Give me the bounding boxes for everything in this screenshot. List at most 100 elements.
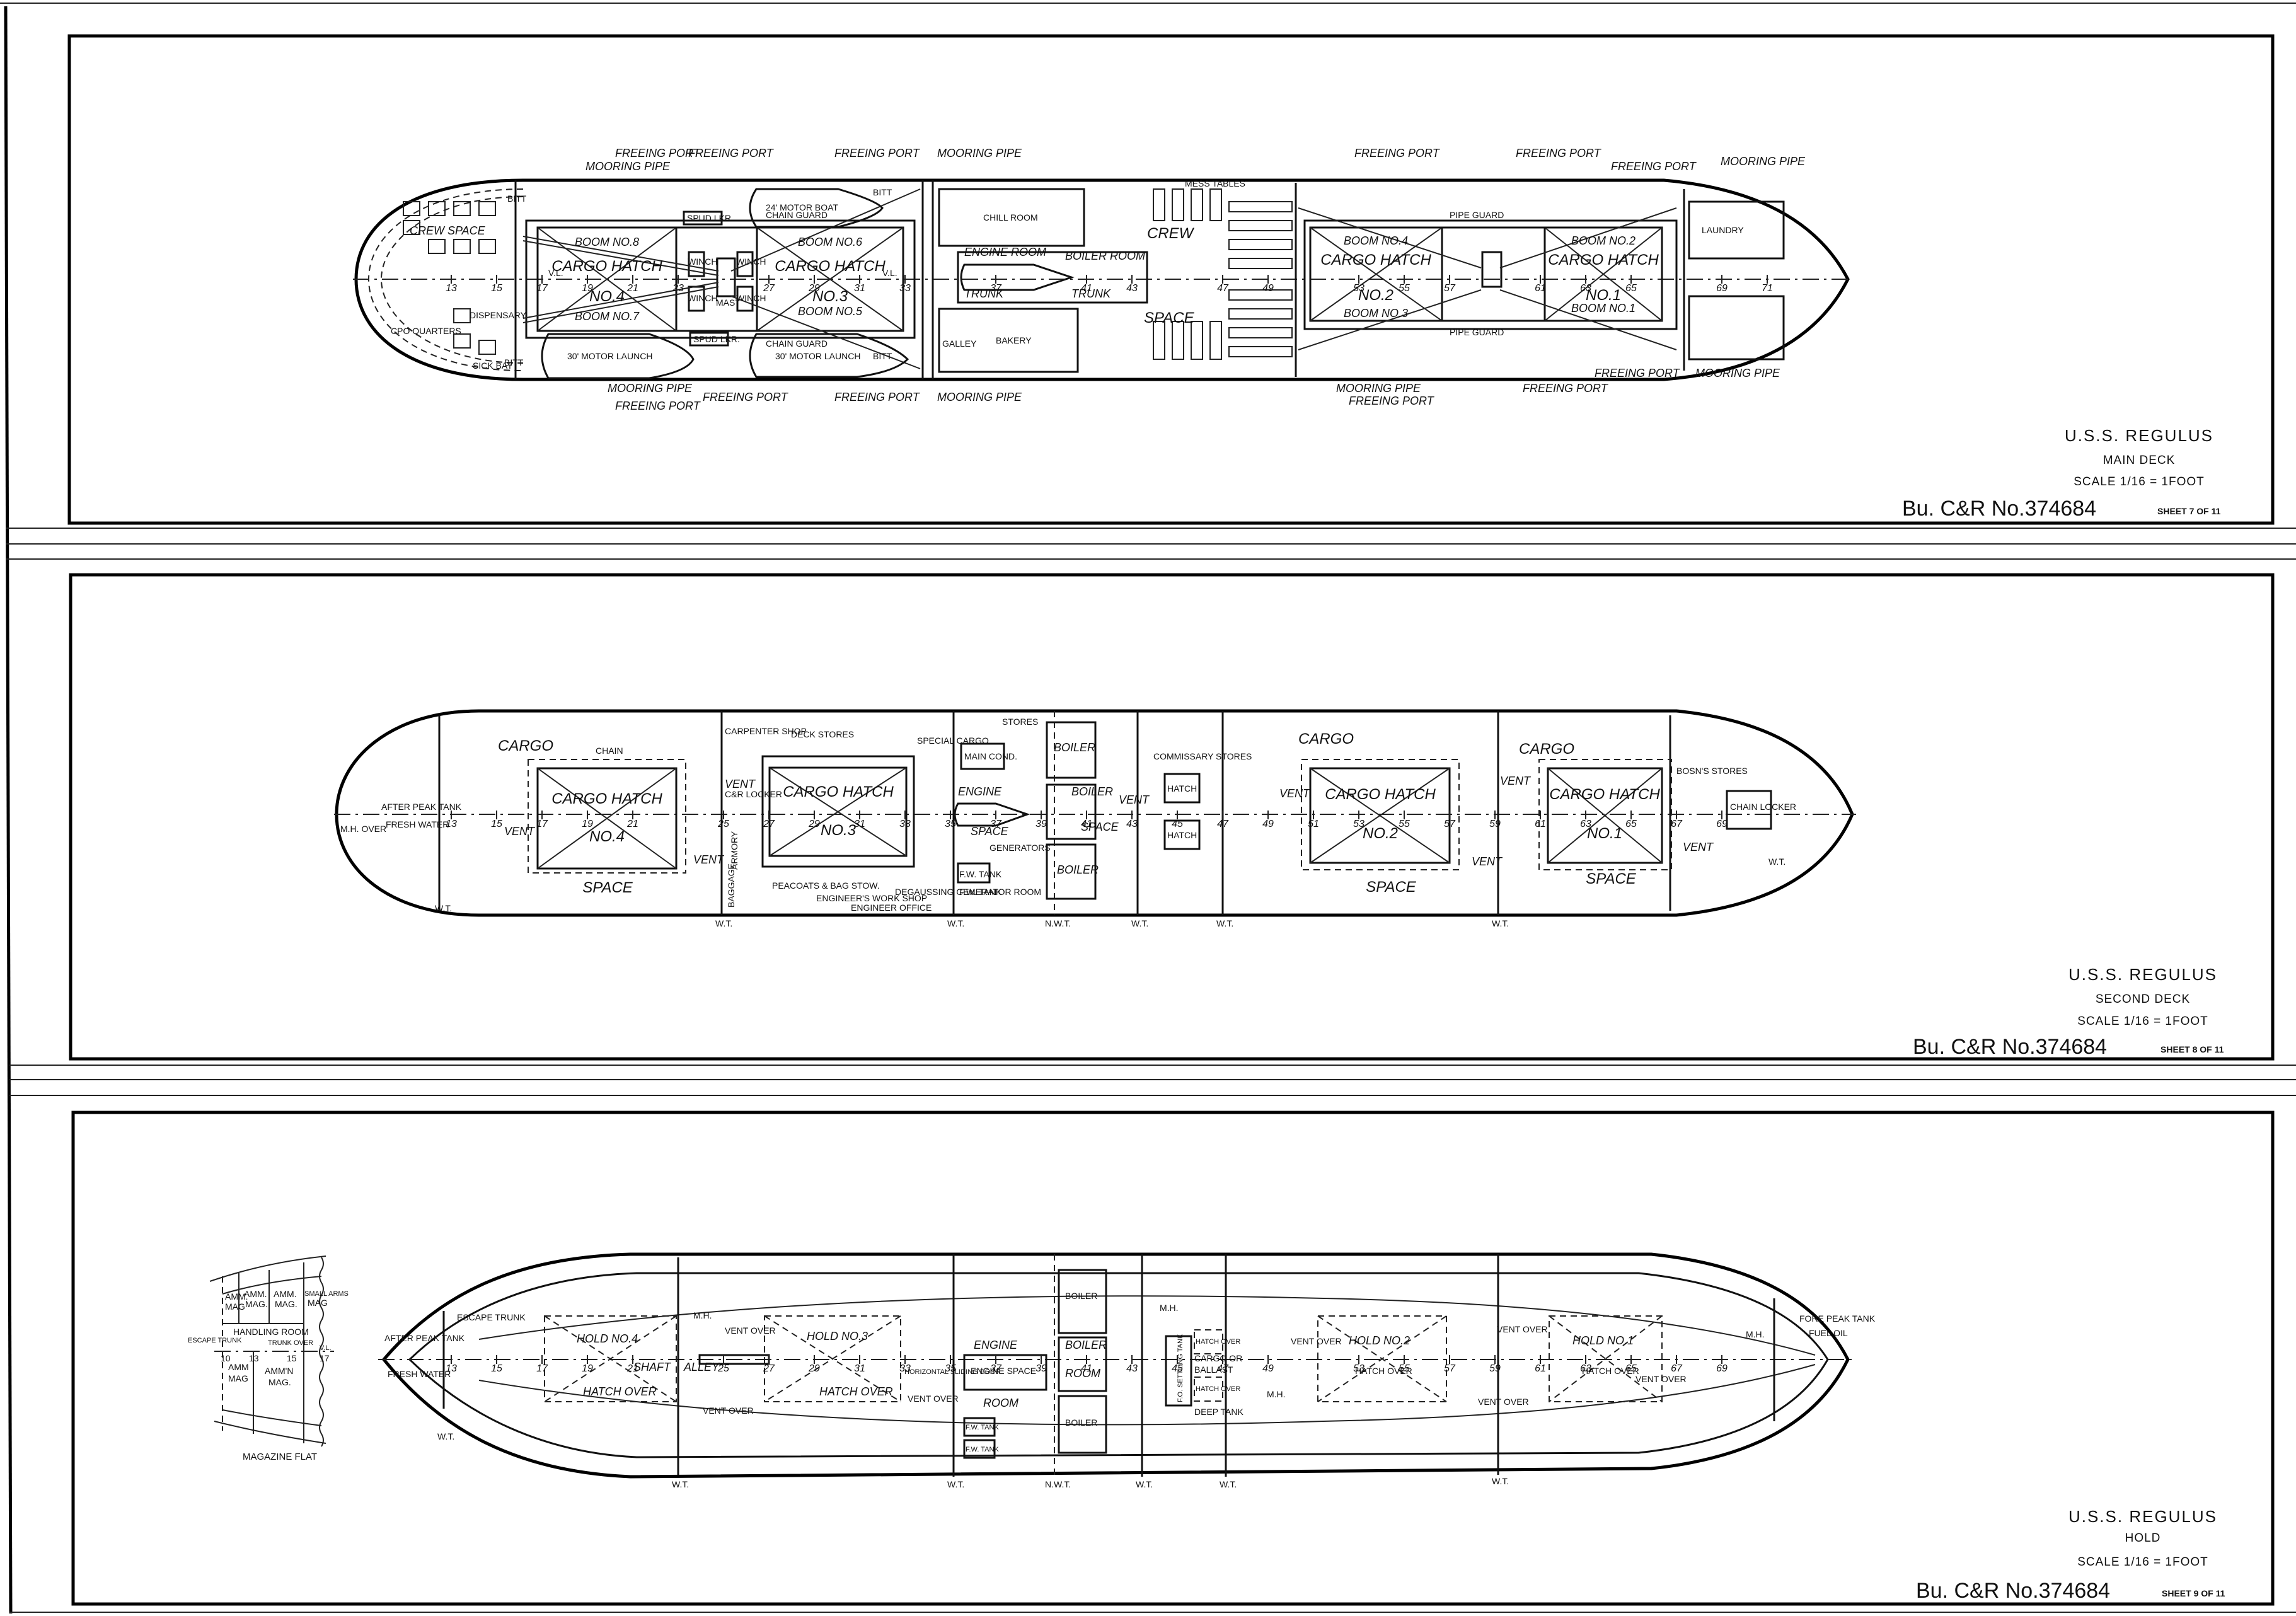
hold-hatch-4 xyxy=(544,1315,677,1402)
shaft-alley-label: SHAFT xyxy=(633,1361,672,1373)
magazine-label: MAG. xyxy=(275,1299,297,1309)
watertight-label: W.T. xyxy=(1492,918,1509,928)
frame-number: 47 xyxy=(1217,283,1229,294)
watertight-label: W.T. xyxy=(1131,918,1148,928)
cr-locker-label: C&R LOCKER xyxy=(725,789,782,799)
cargo-label: CARGO xyxy=(1298,730,1354,747)
frame-number: 15 xyxy=(491,283,502,294)
hatch-over-label: HATCH OVER xyxy=(1196,1385,1240,1393)
space-label: SPACE xyxy=(1366,879,1417,896)
panel-frame xyxy=(67,34,2275,525)
mooring-pipe-label: MOORING PIPE xyxy=(937,147,1022,159)
frame-number: 45 xyxy=(1172,819,1183,829)
watertight-label: W.T. xyxy=(947,918,964,928)
frame-number: 27 xyxy=(763,819,775,829)
room-label: ROOM xyxy=(1065,1367,1100,1380)
vent-over-label: VENT OVER xyxy=(703,1405,754,1416)
frame-number: 41 xyxy=(1081,1363,1092,1374)
frame-number: 49 xyxy=(1262,283,1274,294)
armory-label: ARMORY xyxy=(729,831,739,870)
fw-tank-label: F.W. TANK xyxy=(959,869,1002,879)
sheet-number: SHEET 9 OF 11 xyxy=(2162,1588,2225,1598)
vent-over-label: VENT OVER xyxy=(725,1325,776,1336)
scale-label: SCALE 1/16 = 1FOOT xyxy=(2077,1555,2208,1569)
spud-locker-label: SPUD LKR. xyxy=(693,334,740,344)
engineer-office-label: ENGINEER OFFICE xyxy=(851,903,932,913)
cargo-or-label: CARGO OR xyxy=(1194,1353,1242,1363)
hold-label: HOLD NO.2 xyxy=(1349,1334,1410,1347)
frame-number: 33 xyxy=(899,1363,911,1374)
frame-number: 49 xyxy=(1262,819,1274,829)
vent-over-label: VENT OVER xyxy=(1635,1374,1687,1384)
vent-label: VENT xyxy=(693,853,725,866)
freeing-port-label: FREEING PORT xyxy=(703,391,789,403)
freeing-port-label: FREEING PORT xyxy=(834,147,921,159)
watertight-label: W.T. xyxy=(672,1479,689,1489)
mooring-pipe-label: MOORING PIPE xyxy=(937,391,1022,403)
engine-label: ENGINE xyxy=(958,785,1002,798)
boom-label: BOOM NO.5 xyxy=(798,305,863,318)
frame-number: 45 xyxy=(1172,1363,1183,1374)
frame-number: 19 xyxy=(582,819,593,829)
freeing-port-label: FREEING PORT xyxy=(1354,147,1441,159)
frame-number: 29 xyxy=(808,283,820,294)
frame-number: 63 xyxy=(1580,1363,1591,1374)
freeing-port-label: FREEING PORT xyxy=(1523,382,1609,395)
hatch-number-label: NO.2 xyxy=(1363,825,1398,842)
boom-label: BOOM NO.6 xyxy=(798,236,863,248)
frame-number: 33 xyxy=(899,819,911,829)
freeing-port-label: FREEING PORT xyxy=(688,147,775,159)
drawing-number: Bu. C&R No.374684 xyxy=(1913,1035,2107,1059)
hatch-over-label: HATCH OVER xyxy=(583,1385,657,1398)
watertight-label: W.T. xyxy=(1136,1479,1153,1489)
frame-number: 17 xyxy=(320,1353,330,1363)
shaft-alley-label: ALLEY xyxy=(683,1361,720,1373)
frame-number: 13 xyxy=(446,1363,457,1374)
second-deck-plan: CARGO CHAIN CARGO HATCH NO.4 SPACE AFTER… xyxy=(334,709,1856,928)
fuel-oil-label: FUEL OIL xyxy=(1809,1328,1848,1338)
drawing-number: Bu. C&R No.374684 xyxy=(1916,1579,2110,1603)
freeing-port-label: FREEING PORT xyxy=(834,391,921,403)
frame-number: 15 xyxy=(287,1353,297,1363)
hatch-number-label: NO.3 xyxy=(821,822,857,839)
frame-number: 47 xyxy=(1217,819,1229,829)
pipe-guard-label: PIPE GUARD xyxy=(1450,327,1504,337)
baggage-label: BAGGAGE xyxy=(726,863,736,908)
frame-number: 63 xyxy=(1580,283,1591,294)
vl-label: V.L. xyxy=(320,1344,332,1352)
frame-number: 37 xyxy=(990,283,1002,294)
engineers-work-shop-label: ENGINEER'S WORK SHOP xyxy=(816,893,927,903)
hatch-over-label: HATCH OVER xyxy=(1196,1338,1240,1346)
after-peak-tank-label: AFTER PEAK TANK xyxy=(384,1333,465,1343)
scale-label: SCALE 1/16 = 1FOOT xyxy=(2077,1015,2208,1028)
frame-number: 43 xyxy=(1126,1363,1138,1374)
frame-number: 37 xyxy=(990,1363,1002,1374)
boiler-label: BOILER xyxy=(1071,785,1113,798)
frame-number: 19 xyxy=(582,1363,593,1374)
frame-number: 21 xyxy=(626,1363,638,1374)
mooring-pipe-label: MOORING PIPE xyxy=(1695,367,1780,379)
mooring-pipe-label: MOORING PIPE xyxy=(1336,382,1421,395)
frame-number: 33 xyxy=(899,283,911,294)
magazine-label: AMM. xyxy=(225,1291,248,1301)
vent-label: VENT xyxy=(1472,855,1503,868)
cargo-hatch-label: CARGO HATCH xyxy=(1548,251,1659,268)
frame-number: 49 xyxy=(1262,1363,1274,1374)
panel-main-deck: FREEING PORT MOORING PIPE FREEING PORT F… xyxy=(67,34,2275,525)
watertight-label: W.T. xyxy=(715,918,732,928)
space-label: SPACE xyxy=(582,879,633,896)
watertight-label: W.T. xyxy=(1216,918,1233,928)
bitt-label: BITT xyxy=(873,187,892,197)
sheet-number: SHEET 8 OF 11 xyxy=(2160,1044,2224,1054)
frame-number: 21 xyxy=(626,283,638,294)
frame-number: 53 xyxy=(1353,1363,1364,1374)
frame-number: 31 xyxy=(854,1363,865,1374)
mess-tables xyxy=(1153,188,1293,360)
space-label: SPACE xyxy=(1144,309,1195,326)
deck-name: MAIN DECK xyxy=(2103,454,2176,467)
watertight-label: W.T. xyxy=(1768,857,1785,867)
commissary-stores-label: COMMISSARY STORES xyxy=(1153,751,1252,761)
frame-number: 25 xyxy=(717,1363,729,1374)
hold-hatch-3 xyxy=(764,1315,901,1402)
freeing-port-label: FREEING PORT xyxy=(615,400,701,412)
